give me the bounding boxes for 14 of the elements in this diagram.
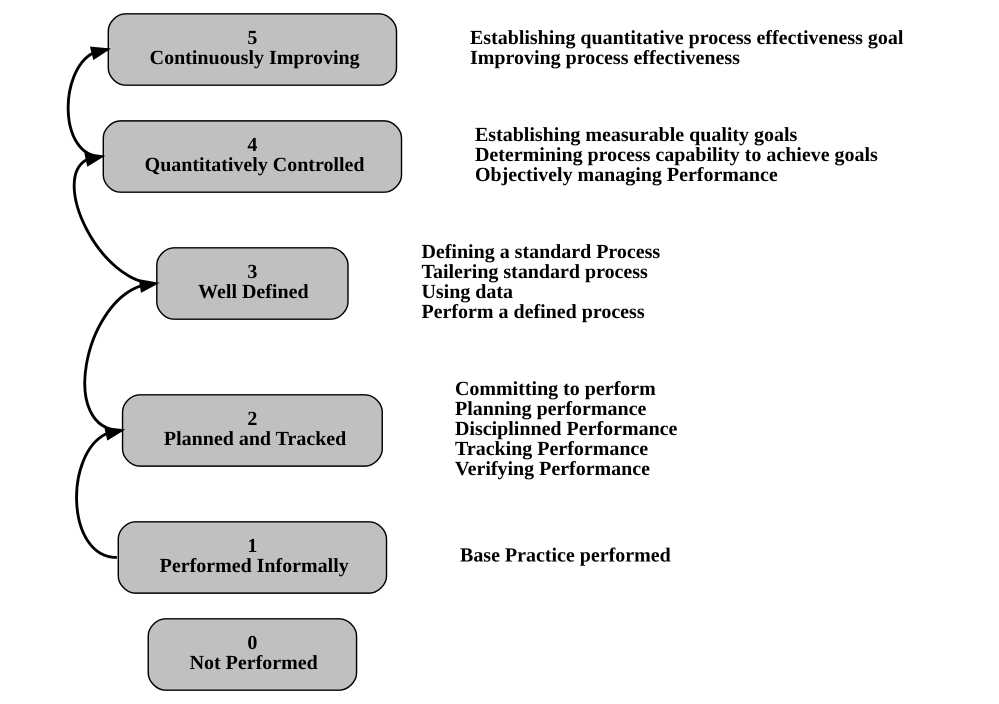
node-label: Disciplinned Performance [454,418,677,440]
node-label: Base Practice performed [460,544,670,566]
node-label: Defining a standard Process [420,241,660,264]
node-label: Establishing measurable quality goals [474,124,797,146]
node-label: Tailering standard process [420,261,648,284]
node-label: Determining process capability to achieve goals [474,144,878,166]
node-label: Establishing quantitative process effectiveness goal [469,27,903,50]
node-label: Planning performance [454,398,646,420]
node-label: Committing to perform [454,378,656,400]
node-label: Perform a defined process [420,301,644,324]
node-label: Using data [420,281,513,304]
node-label: Improving process effectiveness [469,47,740,70]
node-label: Objectively managing Performance [474,164,778,186]
node-label: Tracking Performance [454,438,648,460]
